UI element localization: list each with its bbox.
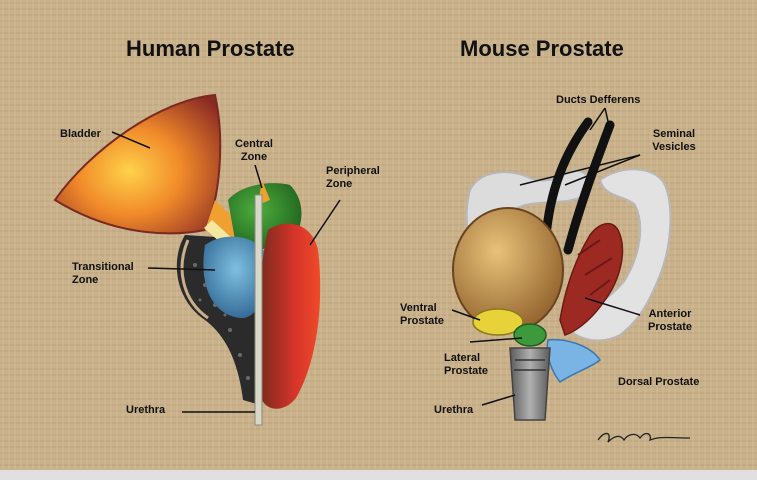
label-bladder: Bladder (60, 128, 101, 141)
label-peripheral-zone: Peripheral Zone (326, 165, 380, 191)
label-human-urethra: Urethra (126, 404, 165, 417)
label-transitional-zone: Transitional Zone (72, 261, 134, 287)
label-lateral-prostate-line2: Prostate (444, 365, 488, 378)
label-central-zone-line1: Central (226, 138, 282, 151)
label-ducts-defferens: Ducts Defferens (556, 94, 640, 107)
label-mouse-urethra: Urethra (434, 404, 473, 417)
label-ventral-prostate-line1: Ventral (400, 302, 444, 315)
label-central-zone-line2: Zone (226, 151, 282, 164)
label-seminal-vesicles: Seminal Vesicles (644, 128, 704, 154)
label-seminal-vesicles-line1: Seminal (644, 128, 704, 141)
label-transitional-zone-line1: Transitional (72, 261, 134, 274)
human-prostate-title: Human Prostate (126, 36, 295, 62)
label-lateral-prostate: Lateral Prostate (444, 352, 488, 378)
label-transitional-zone-line2: Zone (72, 274, 134, 287)
label-anterior-prostate: Anterior Prostate (640, 308, 700, 334)
mouse-prostate-title: Mouse Prostate (460, 36, 624, 62)
label-peripheral-zone-line2: Zone (326, 178, 380, 191)
label-anterior-prostate-line2: Prostate (640, 321, 700, 334)
mouse-urethra-shape (510, 348, 550, 420)
label-central-zone: Central Zone (226, 138, 282, 164)
label-ventral-prostate-line2: Prostate (400, 315, 444, 328)
label-dorsal-prostate: Dorsal Prostate (618, 376, 699, 389)
lateral-prostate-shape (514, 324, 546, 346)
label-ventral-prostate: Ventral Prostate (400, 302, 444, 328)
label-peripheral-zone-line1: Peripheral (326, 165, 380, 178)
urethra-tube (255, 195, 262, 425)
label-seminal-vesicles-line2: Vesicles (644, 141, 704, 154)
label-lateral-prostate-line1: Lateral (444, 352, 488, 365)
label-anterior-prostate-line1: Anterior (640, 308, 700, 321)
